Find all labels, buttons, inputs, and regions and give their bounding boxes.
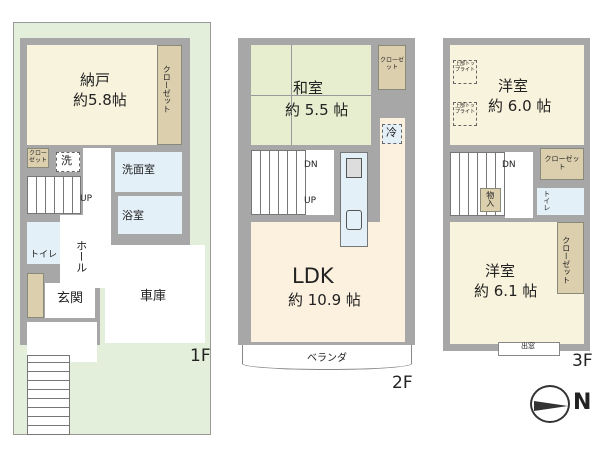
- floor-3f: 上部トップライト 上部トップライト 洋室 約 6.0 帖 DN 物入 クローゼッ…: [430, 0, 600, 450]
- balcony-label: ベランダ: [307, 353, 347, 364]
- closet-2: [557, 222, 584, 294]
- closet1-label: クローゼット: [544, 155, 580, 171]
- toilet: [27, 222, 60, 264]
- entrance-label: 玄関: [57, 291, 84, 306]
- small-closet: [27, 148, 49, 168]
- fridge-space: [382, 124, 402, 144]
- skylight-label: 上部トップライト: [454, 61, 475, 73]
- toilet-label: トイレ: [30, 250, 58, 260]
- bay-window-label: 出窓: [521, 342, 535, 350]
- japanese-size: 約 5.5 帖: [285, 101, 349, 119]
- skylight-1: [453, 60, 477, 84]
- bay-window: [498, 342, 560, 356]
- stairs-up-label: UP: [80, 194, 93, 204]
- compass-icon: [530, 385, 570, 423]
- western-room-1: [450, 45, 584, 145]
- floor-label-2f: 2F: [392, 373, 413, 393]
- toilet: [537, 188, 584, 215]
- skylight-label: 上部トップライト: [454, 103, 475, 115]
- garage: [105, 245, 205, 343]
- floor-1f: クローゼット 納戸 約5.8帖 クローゼット 洗 洗面室 浴室 UP トイレ ホ…: [0, 0, 230, 450]
- japanese-label: 和室: [293, 79, 324, 97]
- ldk-size: 約 10.9 帖: [288, 291, 361, 309]
- garage-label: 車庫: [140, 289, 167, 304]
- stairs-dn-label: DN: [502, 160, 516, 170]
- laundry-label: 洗: [61, 154, 72, 167]
- closet: [378, 45, 406, 90]
- shoe-cabinet: [27, 273, 44, 318]
- washroom-label: 洗面室: [122, 163, 155, 176]
- closet2-label: クローゼット: [561, 236, 571, 284]
- sink-icon: [346, 210, 362, 230]
- skylight-2: [453, 102, 477, 126]
- hall-label: ホール: [74, 240, 88, 273]
- western1-size: 約 6.0 帖: [488, 97, 552, 115]
- japanese-room: [251, 45, 371, 145]
- stairs: [27, 176, 81, 214]
- laundry-space: [56, 152, 80, 172]
- closet-label: クローゼット: [162, 65, 172, 113]
- western2-label: 洋室: [485, 262, 516, 280]
- closet: [157, 45, 182, 145]
- ldk-label: LDK: [292, 264, 334, 288]
- compass-north-label: N: [573, 390, 592, 415]
- toilet-label: トイレ: [542, 190, 551, 211]
- outside-stairs: [27, 355, 70, 435]
- storage-room: [27, 45, 182, 145]
- compass-needle: [534, 401, 568, 411]
- balcony: [242, 345, 412, 370]
- western1-label: 洋室: [498, 77, 529, 95]
- washroom: [115, 152, 182, 192]
- floor-2f: 和室 約 5.5 帖 クローゼット 冷 DN UP LDK 約 10.9 帖 ベ…: [230, 0, 430, 450]
- stove-icon: [346, 158, 362, 178]
- stairs-up-label: UP: [304, 196, 317, 206]
- closet-1: [540, 148, 584, 180]
- western2-size: 約 6.1 帖: [474, 282, 538, 300]
- closet-label: クローゼット: [379, 57, 404, 71]
- bath-label: 浴室: [122, 209, 144, 222]
- bathroom: [118, 196, 182, 234]
- stairs-dn-label: DN: [304, 160, 318, 170]
- small-closet-label: クローゼット: [28, 150, 47, 164]
- entrance: [45, 283, 95, 318]
- floor-label-3f: 3F: [572, 351, 593, 371]
- storage: [480, 188, 501, 212]
- storage-label: 納戸: [80, 71, 111, 89]
- storage-label: 物入: [485, 191, 495, 207]
- storage-size: 約5.8帖: [73, 91, 127, 109]
- stairs: [251, 150, 306, 215]
- floor-label-1f: 1F: [190, 346, 211, 366]
- fridge-label: 冷: [386, 126, 397, 139]
